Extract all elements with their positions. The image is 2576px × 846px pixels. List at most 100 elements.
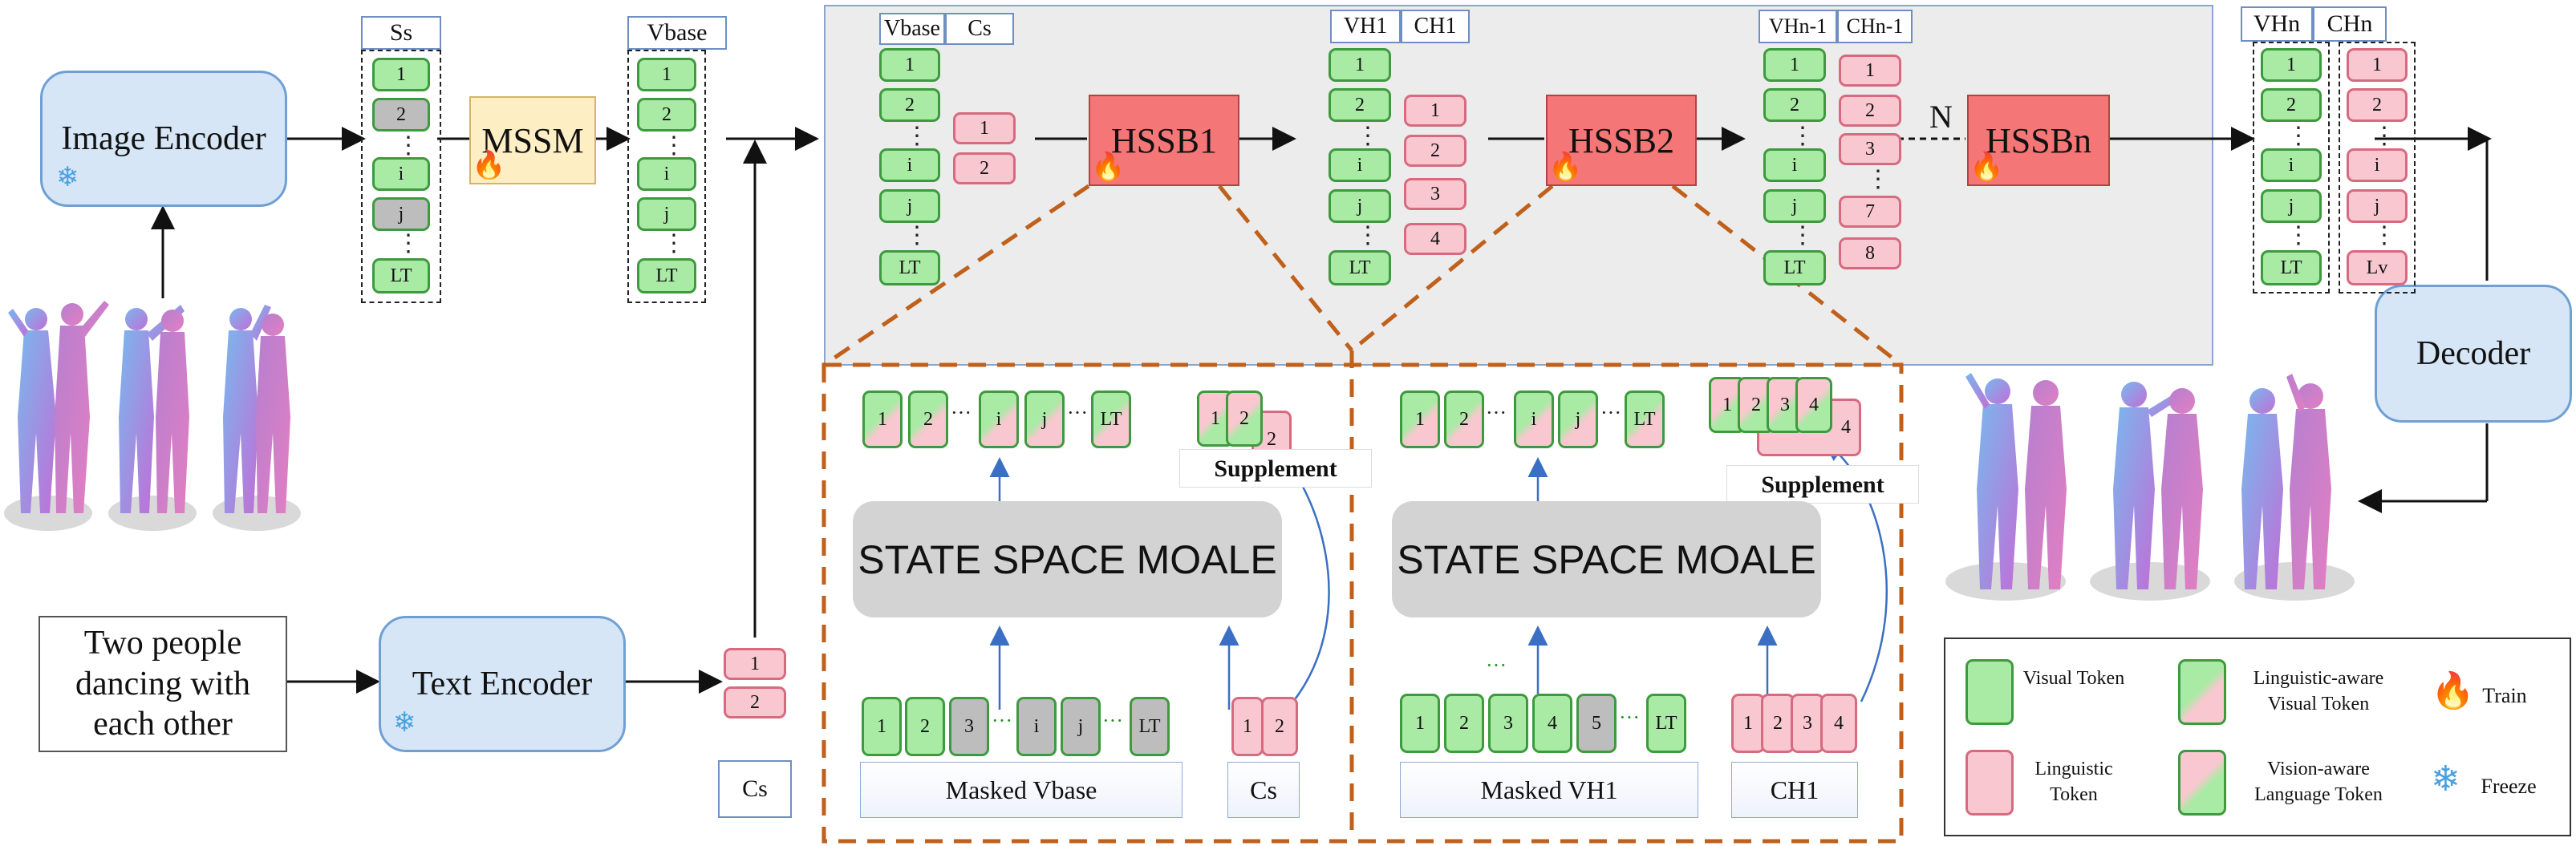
vhn-1-header-label: VHn-1 bbox=[1768, 14, 1828, 38]
mssm-module: MSSM bbox=[469, 96, 596, 184]
chn-header: CHn bbox=[2313, 6, 2387, 42]
vbase-header: Vbase bbox=[627, 16, 727, 50]
ling-aware-visual-token: j bbox=[1558, 391, 1598, 448]
ling-aware-visual-token: 1 bbox=[1400, 391, 1440, 448]
horizontal-ellipsis: ··· bbox=[1067, 401, 1088, 424]
cs-header-label: Cs bbox=[968, 16, 992, 41]
vision-aware-language-token: 2 bbox=[1226, 391, 1263, 447]
image-encoder-label: Image Encoder bbox=[61, 120, 266, 157]
decoder: Decoder bbox=[2375, 285, 2572, 423]
vertical-ellipsis: ⋮ bbox=[2372, 222, 2396, 249]
linguistic-token: 3 bbox=[1791, 694, 1824, 753]
visual-token: LT bbox=[1329, 250, 1391, 285]
ling-aware-visual-token: i bbox=[979, 391, 1019, 448]
vh1-header: VH1 bbox=[1330, 10, 1401, 43]
linguistic-token: 1 bbox=[1839, 55, 1901, 87]
hssb-block-2: HSSB2 bbox=[1546, 95, 1697, 186]
masked-token: 5 bbox=[1576, 694, 1617, 753]
chn-1-header-label: CHn-1 bbox=[1846, 14, 1904, 38]
chn-column bbox=[2339, 42, 2416, 293]
visual-token: i bbox=[1329, 148, 1391, 182]
n-label: N bbox=[1929, 99, 1953, 135]
linguistic-token: 1 bbox=[953, 112, 1016, 144]
linguistic-token: j bbox=[2347, 189, 2408, 223]
masked-token: j bbox=[1061, 697, 1101, 756]
ch1-header: CH1 bbox=[1401, 10, 1470, 43]
legend-train-label: Train bbox=[2482, 684, 2527, 707]
linguistic-token: 7 bbox=[1839, 196, 1901, 228]
state-space-module-2: STATE SPACE MOALE bbox=[1392, 501, 1821, 617]
visual-token: i bbox=[372, 157, 430, 191]
visual-token: LT bbox=[1646, 694, 1686, 753]
visual-token: 1 bbox=[372, 58, 430, 91]
freeze-icon: ❄ bbox=[393, 708, 416, 738]
hssb-n-label: HSSBn bbox=[1985, 120, 2092, 160]
horizontal-ellipsis: ··· bbox=[1486, 654, 1507, 677]
supplement-label: Supplement bbox=[1726, 465, 1919, 504]
legend-ling-visual-label: Linguistic-aware Visual Token bbox=[2253, 668, 2384, 715]
linguistic-token: 3 bbox=[1839, 133, 1901, 165]
masked-vbase-text: Masked Vbase bbox=[945, 775, 1097, 804]
horizontal-ellipsis: ··· bbox=[1619, 706, 1640, 729]
visual-token: 2 bbox=[1444, 694, 1484, 753]
masked-token: LT bbox=[1130, 697, 1170, 756]
image-encoder: Image Encoder bbox=[40, 71, 287, 207]
visual-token: 2 bbox=[879, 88, 940, 122]
text-encoder: Text Encoder bbox=[379, 616, 626, 752]
vertical-ellipsis: ⋮ bbox=[1791, 222, 1815, 249]
legend-freeze-label: Freeze bbox=[2481, 775, 2537, 798]
vbase-column bbox=[627, 50, 706, 303]
fire-icon: 🔥 bbox=[1091, 152, 1126, 182]
vision-aware-language-token: 4 bbox=[1795, 377, 1832, 433]
visual-token: 1 bbox=[862, 697, 902, 756]
linguistic-token: 3 bbox=[1404, 178, 1466, 210]
fire-icon: 🔥 bbox=[1970, 152, 2004, 182]
cs-label-box: Cs bbox=[718, 760, 792, 818]
visual-token: 2 bbox=[2261, 88, 2322, 122]
vertical-ellipsis: ⋮ bbox=[2372, 123, 2396, 149]
hssb-block-n: HSSBn bbox=[1967, 95, 2110, 186]
ling-aware-visual-token: j bbox=[1024, 391, 1065, 448]
legend-vis-lang-swatch bbox=[2178, 750, 2226, 816]
vertical-ellipsis: ⋮ bbox=[396, 132, 420, 159]
fire-icon: 🔥 bbox=[472, 151, 506, 180]
state-space-module-1: STATE SPACE MOALE bbox=[853, 501, 1282, 617]
visual-token: LT bbox=[637, 258, 696, 293]
cs-label: Cs bbox=[742, 775, 768, 802]
visual-token: LT bbox=[2261, 250, 2322, 285]
fire-icon: 🔥 bbox=[1548, 152, 1583, 182]
legend-visual-label: Visual Token bbox=[2022, 668, 2125, 689]
horizontal-ellipsis: ··· bbox=[951, 401, 972, 424]
visual-token: 2 bbox=[637, 98, 696, 132]
hssb-1-label: HSSB1 bbox=[1110, 120, 1218, 160]
masked-vh1-label: Masked VH1 bbox=[1400, 762, 1698, 818]
visual-token: LT bbox=[879, 250, 940, 285]
text-prompt: Two people dancing with each other bbox=[39, 616, 287, 752]
vertical-ellipsis: ⋮ bbox=[2286, 222, 2310, 249]
vbase-header-label: Vbase bbox=[884, 16, 940, 41]
visual-token: i bbox=[879, 148, 940, 182]
visual-token: i bbox=[1763, 148, 1826, 182]
ch1-input-text: CH1 bbox=[1770, 775, 1819, 804]
vertical-ellipsis: ⋮ bbox=[905, 222, 929, 249]
visual-token: 1 bbox=[2261, 48, 2322, 82]
linguistic-token: 8 bbox=[1839, 237, 1901, 269]
cs-input-label: Cs bbox=[1227, 762, 1300, 818]
vhn-header-label: VHn bbox=[2253, 10, 2301, 37]
linguistic-token: 2 bbox=[1839, 95, 1901, 127]
vertical-ellipsis: ⋮ bbox=[1356, 222, 1380, 249]
masked-token: 3 bbox=[949, 697, 989, 756]
vbase-header-label: Vbase bbox=[647, 19, 708, 46]
linguistic-token: 4 bbox=[1404, 223, 1466, 255]
linguistic-token: 2 bbox=[1261, 697, 1298, 756]
horizontal-ellipsis: ··· bbox=[1600, 401, 1621, 424]
ling-aware-visual-token: 1 bbox=[862, 391, 903, 448]
ling-aware-visual-token: i bbox=[1514, 391, 1554, 448]
linguistic-token: 1 bbox=[1731, 694, 1765, 753]
vertical-ellipsis: ⋮ bbox=[662, 132, 686, 159]
vh1-header-label: VH1 bbox=[1343, 14, 1388, 38]
chn-header-label: CHn bbox=[2327, 10, 2373, 37]
vertical-ellipsis: ⋮ bbox=[1866, 166, 1890, 192]
freeze-icon: ❄ bbox=[56, 163, 79, 192]
horizontal-ellipsis: ··· bbox=[992, 709, 1012, 732]
